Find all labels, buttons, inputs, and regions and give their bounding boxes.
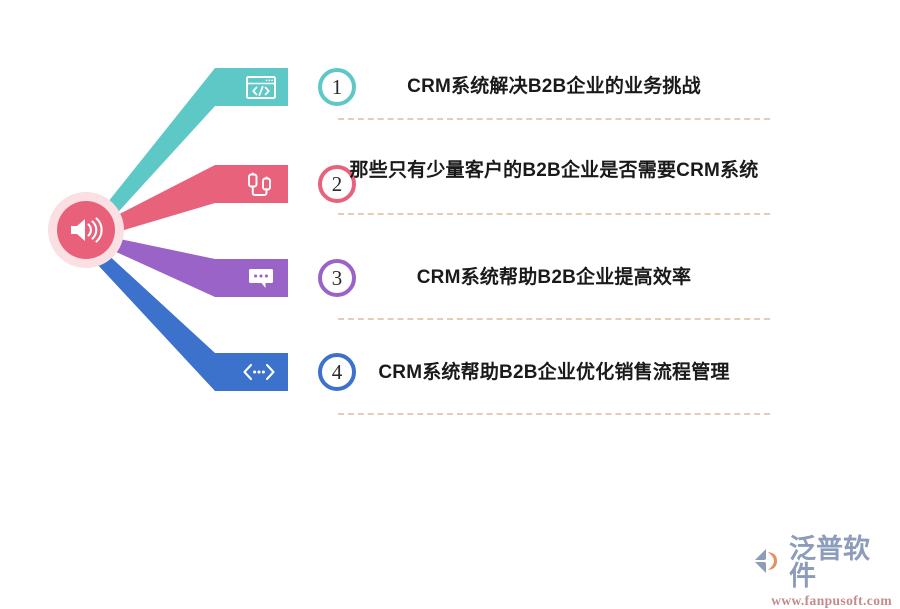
item-text-2: 那些只有少量客户的B2B企业是否需要CRM系统 <box>349 160 759 181</box>
fanpu-logo-icon <box>752 546 784 581</box>
item-text-3: CRM系统帮助B2B企业提高效率 <box>416 267 692 288</box>
item-number-2-label: 2 <box>331 171 343 196</box>
item-tab-1[interactable] <box>215 68 288 106</box>
item-text-1: CRM系统解决B2B企业的业务挑战 <box>407 76 701 97</box>
item-number-4-label: 4 <box>331 359 343 384</box>
item-number-1-label: 1 <box>331 74 343 99</box>
separator-1 <box>338 118 770 120</box>
item-number-4: 4 <box>318 353 356 391</box>
separator-3 <box>338 318 770 320</box>
watermark-url: www.fanpusoft.com <box>771 593 892 608</box>
usb-cable-icon <box>246 172 276 197</box>
code-arrows-icon <box>242 362 276 382</box>
watermark-name: 泛普软件 <box>789 534 870 591</box>
item-number-1: 1 <box>318 68 356 106</box>
beam-1 <box>92 68 215 232</box>
separator-2 <box>338 213 770 215</box>
browser-code-icon <box>246 75 276 99</box>
item-tab-3[interactable] <box>215 259 288 297</box>
separator-4 <box>338 413 770 415</box>
item-text-4: CRM系统帮助B2B企业优化销售流程管理 <box>378 362 730 383</box>
item-tab-4[interactable] <box>215 353 288 391</box>
hub-speaker-icon <box>57 201 115 259</box>
beam-2 <box>96 165 215 236</box>
item-number-2: 2 <box>318 165 356 203</box>
item-number-3: 3 <box>318 259 356 297</box>
watermark: 泛普软件 www.fanpusoft.com <box>752 534 892 608</box>
item-number-3-label: 3 <box>331 265 343 290</box>
chat-bubble-icon <box>246 266 276 291</box>
beam-4 <box>84 240 215 391</box>
beam-3 <box>92 234 215 297</box>
item-tab-2[interactable] <box>215 165 288 203</box>
